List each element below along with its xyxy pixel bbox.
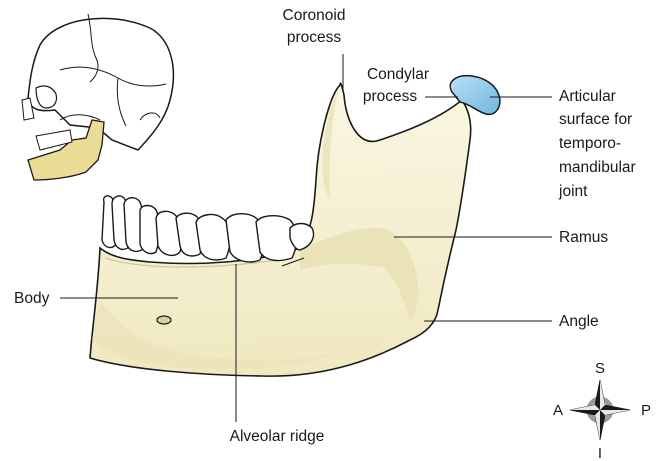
teeth: [102, 196, 314, 262]
label-condylar-2: process: [363, 88, 418, 105]
label-coronoid-2: process: [287, 29, 342, 46]
label-articular-2: surface for: [559, 111, 632, 128]
label-coronoid-1: Coronoid: [283, 7, 346, 24]
label-alveolar-ridge: Alveolar ridge: [230, 428, 325, 445]
label-body: Body: [14, 290, 50, 307]
compass-inferior: I: [598, 445, 602, 461]
label-condylar-1: Condylar: [367, 66, 429, 83]
compass-posterior: P: [641, 402, 651, 419]
compass-anterior: A: [553, 402, 563, 419]
tooth: [196, 215, 230, 260]
label-articular-3: temporo-: [559, 135, 621, 152]
label-articular-1: Articular: [559, 88, 616, 105]
mental-foramen: [157, 316, 171, 324]
skull-thumbnail: [22, 14, 173, 180]
skull-mandible-highlight: [28, 120, 104, 180]
label-angle: Angle: [559, 313, 599, 330]
compass-superior: S: [595, 360, 605, 377]
label-articular-4: mandibular: [559, 159, 636, 176]
label-ramus: Ramus: [559, 229, 608, 246]
label-articular-5: joint: [558, 183, 588, 200]
orientation-compass: S I A P: [553, 360, 651, 461]
